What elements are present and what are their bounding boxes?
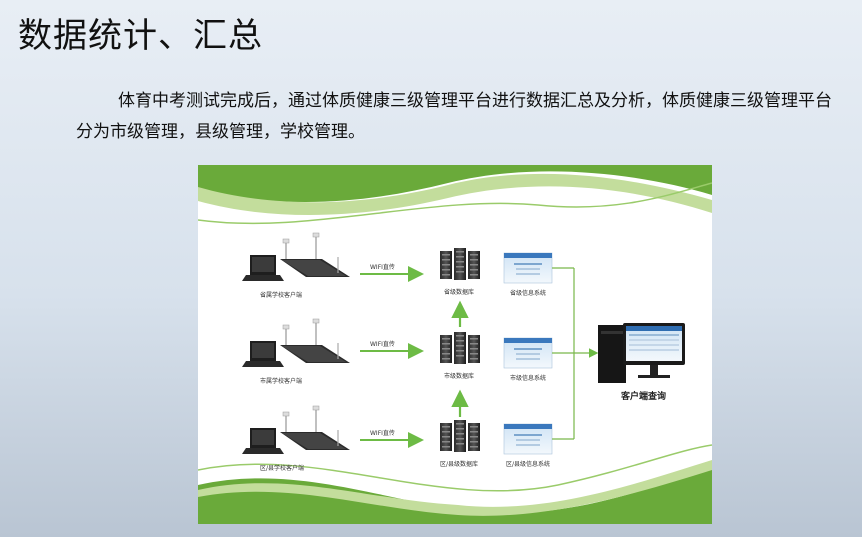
info-system-1: 省级信息系统 [503,252,553,297]
client-query-label: 客户端查询 [620,390,666,402]
system-architecture-diagram: 省属学校客户端市属学校客户端区/县学校客户端 WIFI直传 WIFI直传 WIF… [198,165,712,524]
info-system-2: 市级信息系统 [503,337,553,382]
database-label-2: 市级数据库 [444,372,474,380]
page-title: 数据统计、汇总 [18,16,263,56]
client-label-3: 区/县学校客户端 [260,464,304,472]
database-server-2: 市级数据库 [440,332,480,380]
top-green-swoosh [198,165,712,225]
system-label-1: 省级信息系统 [510,289,546,297]
client-label-1: 省属学校客户端 [260,291,302,299]
client-station-1: 省属学校客户端 [242,232,350,299]
wifi-label-2: WIFI直传 [370,340,395,348]
intro-paragraph: 体育中考测试完成后，通过体质健康三级管理平台进行数据汇总及分析，体质健康三级管理… [76,91,832,142]
client-station-3: 区/县学校客户端 [242,405,350,472]
system-label-3: 区/县级信息系统 [506,460,550,468]
database-label-1: 省级数据库 [444,288,474,296]
info-system-3: 区/县级信息系统 [503,423,553,468]
wifi-label-3: WIFI直传 [370,429,395,437]
system-connectors [552,267,599,440]
client-query-computer: 客户端查询 [598,323,685,402]
wifi-label-1: WIFI直传 [370,263,395,271]
system-label-2: 市级信息系统 [510,374,546,382]
database-server-3: 区/县级数据库 [440,420,480,468]
wifi-arrows: WIFI直传 WIFI直传 WIFI直传 [360,263,424,448]
database-label-3: 区/县级数据库 [440,460,478,468]
database-server-1: 省级数据库 [440,248,480,296]
client-station-2: 市属学校客户端 [242,318,350,385]
bottom-green-swoosh [198,444,712,524]
client-label-2: 市属学校客户端 [260,377,302,385]
